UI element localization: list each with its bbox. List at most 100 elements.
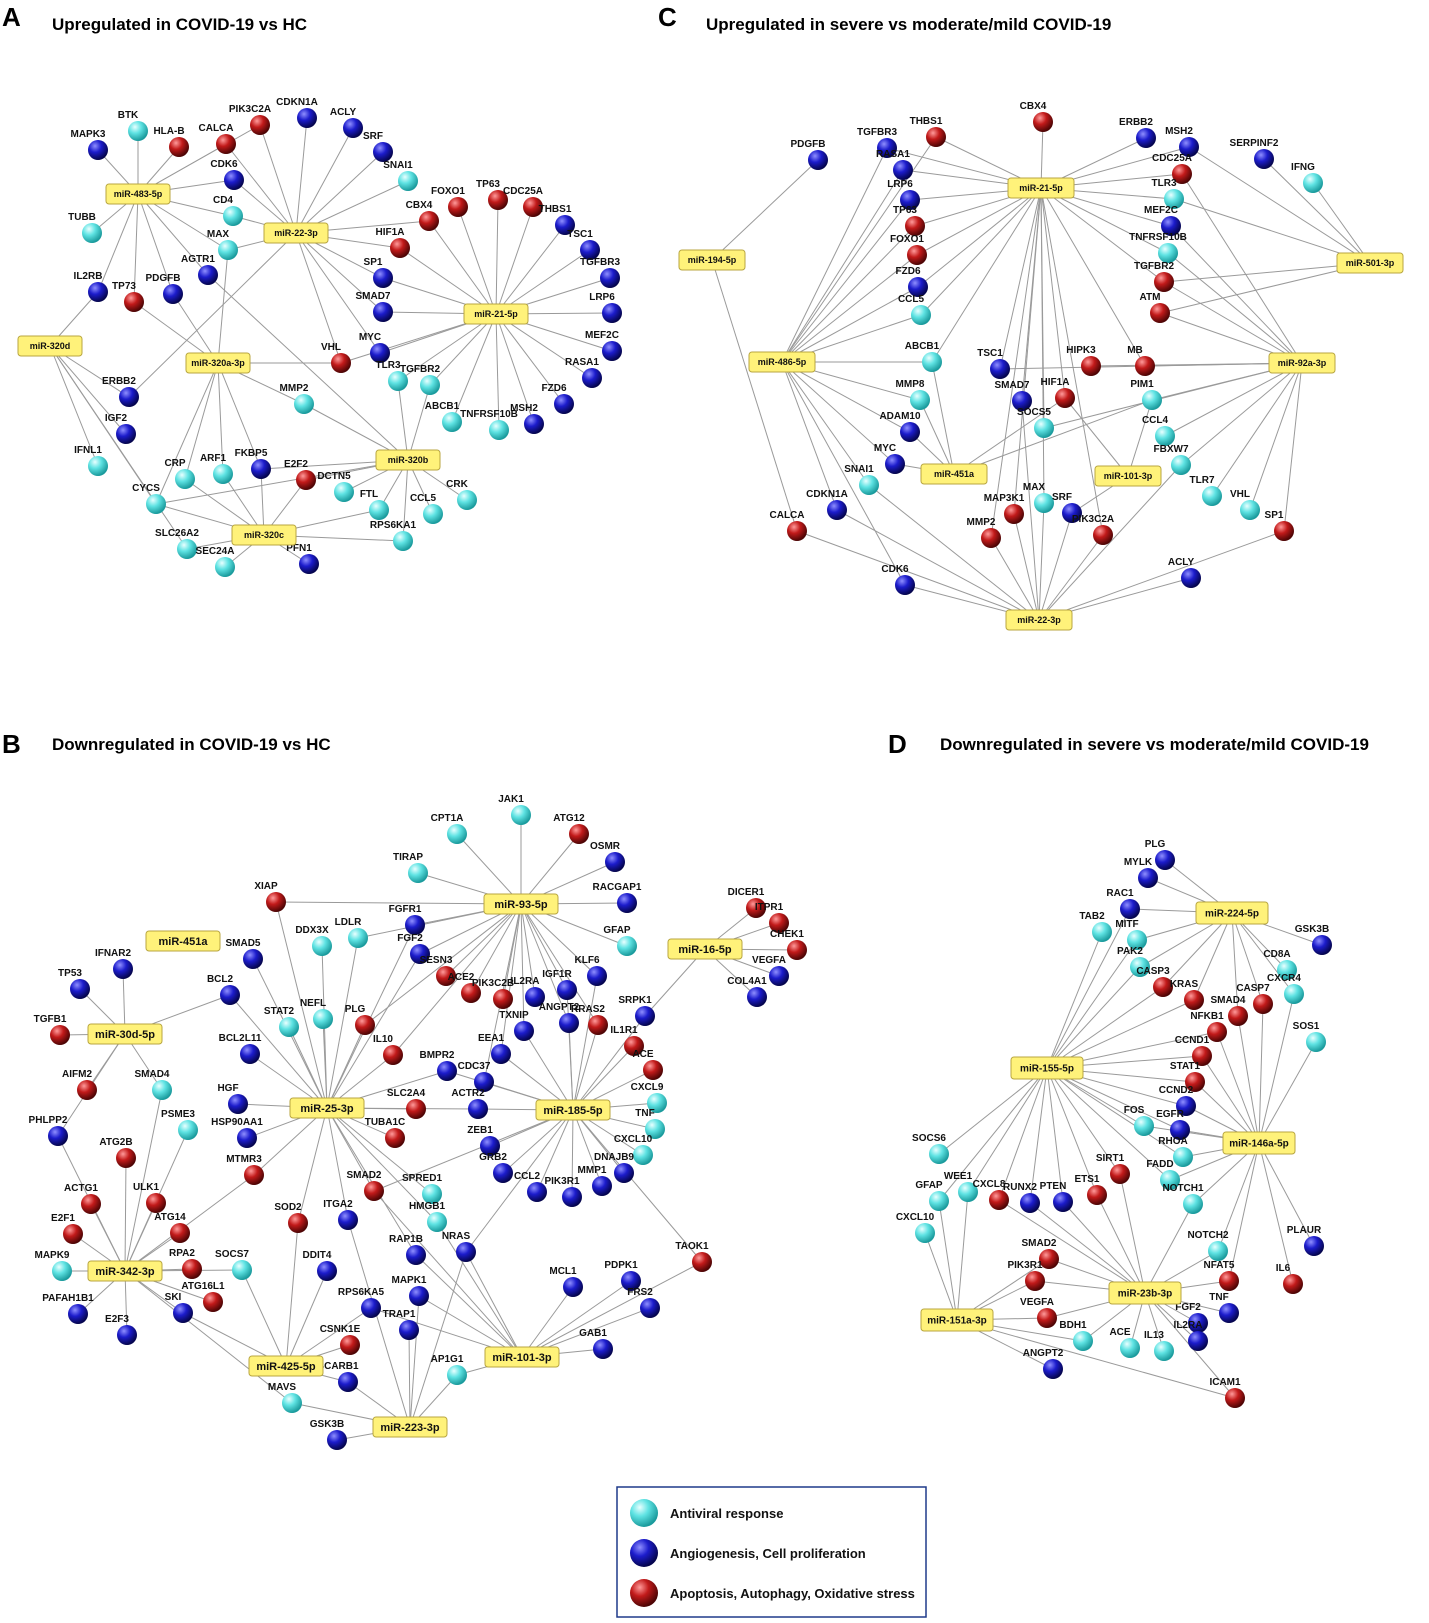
panel-a-mirna-box-mir-21-5p — [463, 303, 529, 325]
panel-b-gene-label-srpk1: SRPK1 — [618, 995, 652, 1006]
panel-d-gene-node-kras — [1184, 990, 1204, 1010]
panel-a-gene-node-acly — [343, 118, 363, 138]
panel-a-gene-label-tgfbr3: TGFBR3 — [580, 257, 620, 268]
panel-c-edge-cbx4-mir-21-5p — [1040, 121, 1044, 189]
panel-b-edge-hmgb1-mir-101-3p — [436, 1221, 523, 1358]
panel-c-gene-label-lrp6: LRP6 — [887, 179, 913, 190]
panel-b-gene-e2f3: E2F3 — [105, 1314, 137, 1345]
panel-a-gene-node-pfn1 — [299, 554, 319, 574]
panel-a-gene-node-srf — [373, 142, 393, 162]
panel-c-mirna-box-mir-21-5p — [1007, 177, 1075, 199]
panel-b-gene-xiap: XIAP — [254, 881, 286, 912]
panel-d-edge-casp7-mir-146a-5p — [1258, 1003, 1264, 1144]
panel-a-edge-cycs-mir-320a-3p — [155, 362, 219, 505]
panel-d-gene-label-pak2: PAK2 — [1117, 946, 1143, 957]
panel-c-title: Upregulated in severe vs moderate/mild C… — [706, 15, 1111, 34]
panel-b-gene-label-il2ra: IL2RA — [511, 976, 540, 987]
panel-b-gene-label-rps6ka5: RPS6KA5 — [338, 1287, 385, 1298]
panel-d-gene-wee1: WEE1 — [944, 1171, 978, 1202]
panel-d-gene-node-vegfa — [1037, 1308, 1057, 1328]
panel-a-title: Upregulated in COVID-19 vs HC — [52, 15, 307, 34]
panel-a-gene-node-rps6ka1 — [393, 531, 413, 551]
panel-b-edge-ccl2-mir-185-5p — [536, 1109, 574, 1193]
panel-a-mirna-label-mir-320d: miR-320d — [30, 341, 71, 351]
panel-c-gene-label-tsc1: TSC1 — [977, 348, 1003, 359]
panel-d-edge-kras-mir-224-5p — [1193, 912, 1233, 1001]
panel-b-gene-mcl1: MCL1 — [549, 1266, 583, 1297]
panel-c-edge-cdk6-mir-486-5p — [781, 361, 906, 586]
panel-b-edge-stat2-mir-25-3p — [288, 1026, 328, 1109]
panel-c-gene-node-srf — [1062, 503, 1082, 523]
panel-b-edge-plg-mir-25-3p — [326, 1024, 366, 1109]
panel-b-gene-node-hgf — [228, 1094, 248, 1114]
panel-d-gene-node-cd8a — [1277, 960, 1297, 980]
panel-d-gene-label-fadd: FADD — [1146, 1159, 1173, 1170]
panel-c-mirna-label-mir-501-3p: miR-501-3p — [1346, 258, 1395, 268]
panel-a-edge-tp63-mir-21-5p — [495, 199, 499, 315]
panel-c-edge-tnfrsf10b-mir-21-5p — [1040, 187, 1169, 254]
panel-b-mirna-box-mir-451a — [145, 930, 221, 952]
panel-d-gene-nodes: PLGMYLKRAC1GSK3BTAB2MITFCD8APAK2CASP7CXC… — [896, 839, 1332, 1408]
panel-b-gene-label-cxcl9: CXCL9 — [631, 1082, 664, 1093]
panel-a-gene-myc: MYC — [359, 332, 390, 363]
panel-b-gene-node-frs2 — [640, 1298, 660, 1318]
panel-b-gene-node-ski — [173, 1303, 193, 1323]
panel-c-gene-node-ccl5 — [911, 305, 931, 325]
panel-d-gene-label-fgf2: FGF2 — [1175, 1302, 1201, 1313]
panel-c-gene-node-foxo1 — [907, 245, 927, 265]
panel-b-gene-label-tuba1c: TUBA1C — [365, 1117, 406, 1128]
panel-c-gene-node-ifng — [1303, 173, 1323, 193]
panel-a-gene-label-crp: CRP — [164, 458, 185, 469]
panel-b-edge-rras2-mir-93-5p — [520, 903, 599, 1026]
panel-d-edge-smad4-mir-146a-5p — [1237, 1015, 1260, 1144]
panel-b-gene-node-ldlr — [348, 928, 368, 948]
panel-a-gene-foxo1: FOXO1 — [431, 186, 468, 217]
panel-b-gene-label-scarb1: SCARB1 — [317, 1361, 359, 1372]
panel-b-gene-node-tnf — [645, 1119, 665, 1139]
panel-a-gene-label-mef2c: MEF2C — [585, 330, 619, 341]
panel-b-edge-actg1-mir-342-3p — [90, 1203, 126, 1272]
panel-a-mirna-mir-320b: miR-320b — [375, 449, 441, 471]
panel-b-gene-node-csnk1e — [340, 1335, 360, 1355]
panel-a-gene-label-vhl: VHL — [321, 342, 341, 353]
panel-d-gene-node-plg — [1155, 850, 1175, 870]
panel-d-edge-pten-mir-23b-3p — [1062, 1201, 1146, 1294]
panel-a-edge-igf2-mir-320d — [49, 345, 127, 435]
panel-b-gene-node-cdc37 — [474, 1072, 494, 1092]
panel-b-gene-node-stat2 — [279, 1017, 299, 1037]
panel-b-gene-node-ifnar2 — [113, 959, 133, 979]
panel-b-gene-node-itpr1 — [769, 913, 789, 933]
panel-a-gene-tsc1: TSC1 — [567, 229, 600, 260]
panel-c-gene-node-lrp6 — [900, 190, 920, 210]
panel-d-gene-node-fos — [1134, 1116, 1154, 1136]
panel-c-edge-pim1-mir-451a — [953, 399, 1153, 475]
panel-b-gene-node-e2f1 — [63, 1224, 83, 1244]
panel-d-gene-node-stat1 — [1185, 1072, 1205, 1092]
panel-c-mirna-mir-101-3p: miR-101-3p — [1094, 465, 1162, 487]
panel-b-letter: B — [2, 729, 21, 759]
panel-a-gene-node-il2rb — [88, 282, 108, 302]
panel-b-gene-taok1: TAOK1 — [675, 1241, 712, 1272]
panel-d-gene-il6: IL6 — [1276, 1263, 1303, 1294]
panel-d-gene-notch1: NOTCH1 — [1162, 1183, 1204, 1214]
panel-b-gene-label-mapk1: MAPK1 — [391, 1275, 426, 1286]
panel-b-gene-node-fgf2 — [410, 944, 430, 964]
panel-b-gene-sesn3: SESN3 — [420, 955, 456, 986]
panel-d-gene-label-pten: PTEN — [1040, 1181, 1067, 1192]
panel-d-edge-runx2-mir-155-5p — [1029, 1067, 1048, 1204]
panel-d-gene-node-wee1 — [958, 1182, 978, 1202]
panel-c-gene-adam10: ADAM10 — [879, 411, 921, 442]
panel-d-mirna-mir-146a-5p: miR-146a-5p — [1222, 1131, 1296, 1155]
panel-b-gene-node-nras — [456, 1242, 476, 1262]
panel-b-edge-pdpk1-mir-101-3p — [521, 1280, 632, 1358]
panel-c-gene-pik3c2a: PIK3C2A — [1072, 514, 1114, 545]
panel-b-gene-node-eea1 — [491, 1044, 511, 1064]
panel-a-edge-tlr3-mir-21-5p — [397, 313, 497, 382]
panel-c-edge-hif1a-mir-101-3p — [1064, 397, 1129, 477]
panel-c-gene-node-mef2c — [1161, 216, 1181, 236]
panel-d-edge-il6-mir-146a-5p — [1258, 1142, 1294, 1285]
panel-d-gene-node-casp3 — [1153, 977, 1173, 997]
panel-b-gene-label-mcl1: MCL1 — [549, 1266, 577, 1277]
